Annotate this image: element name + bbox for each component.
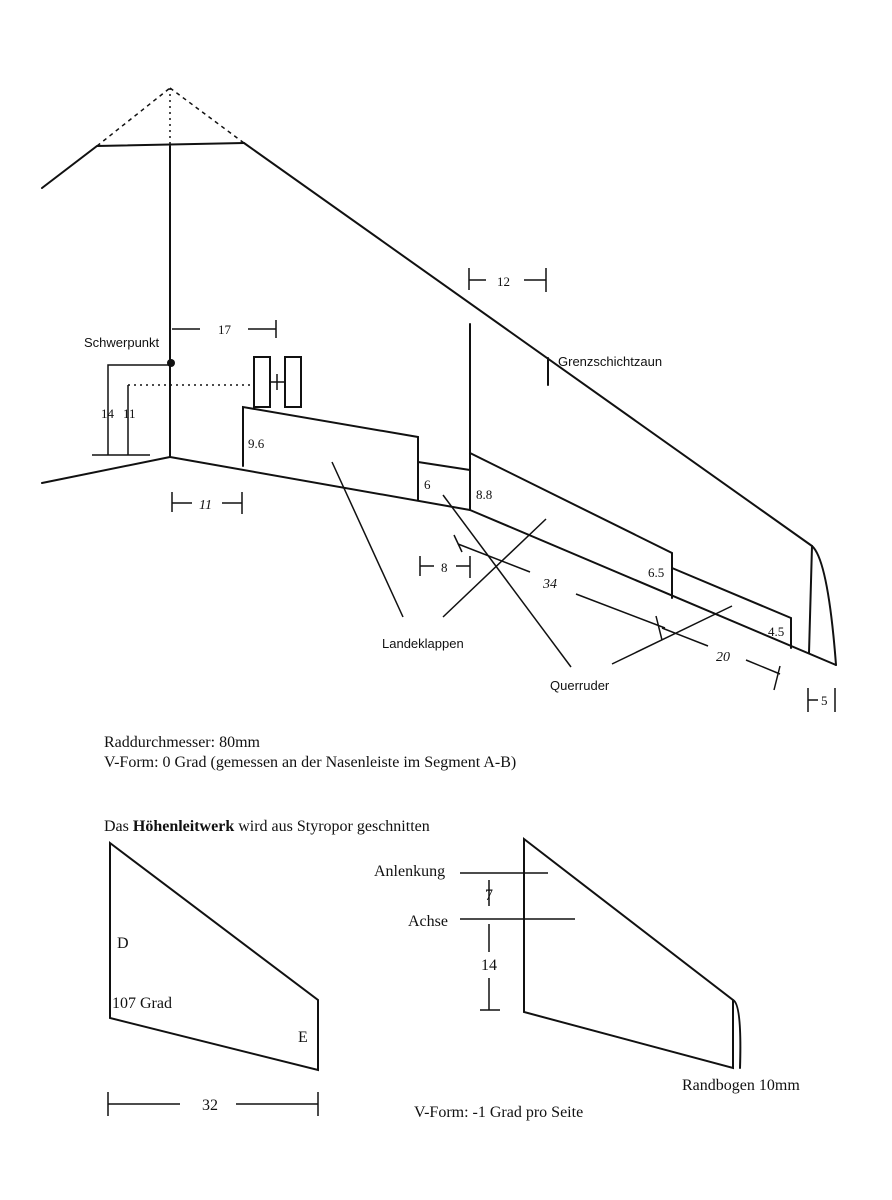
dim-4-5: 4.5 bbox=[768, 624, 784, 639]
label-achse: Achse bbox=[408, 913, 448, 930]
label-landeklappen: Landeklappen bbox=[382, 636, 464, 651]
tail-dim-32: 32 bbox=[202, 1097, 218, 1114]
label-schwerpunkt: Schwerpunkt bbox=[84, 335, 160, 350]
dim-14-bracket bbox=[107, 364, 171, 455]
dim-34-tick-left bbox=[453, 534, 463, 553]
label-grenzschichtzaun: Grenzschichtzaun bbox=[558, 354, 662, 369]
dim-34-right bbox=[575, 593, 666, 629]
tail-right-outline bbox=[523, 836, 734, 1070]
note-hl-suffix: wird aus Styropor geschnitten bbox=[234, 818, 430, 835]
label-anlenkung: Anlenkung bbox=[374, 863, 445, 880]
tail-label-angle: 107 Grad bbox=[112, 995, 172, 1012]
dim-34: 34 bbox=[542, 577, 557, 592]
dim-20-tick-right bbox=[773, 665, 781, 691]
dim-17: 17 bbox=[218, 322, 232, 337]
label-randbogen: Randbogen 10mm bbox=[682, 1077, 800, 1094]
dim-8-8: 8.8 bbox=[476, 487, 492, 502]
dim-34-left bbox=[457, 543, 531, 573]
landing-flap bbox=[242, 405, 419, 501]
note-hl-bold: Höhenleitwerk bbox=[132, 818, 235, 835]
dim-6: 6 bbox=[424, 477, 431, 492]
leader-querruder-2 bbox=[611, 605, 733, 665]
tail-dim-7: 7 bbox=[485, 887, 493, 904]
label-querruder: Querruder bbox=[550, 678, 610, 693]
note-vform-wing: V-Form: 0 Grad (gemessen an der Nasenlei… bbox=[104, 754, 517, 771]
wingtip-chord bbox=[808, 545, 813, 654]
tail-label-d: D bbox=[117, 935, 129, 952]
tail-label-e: E bbox=[298, 1029, 308, 1046]
fuselage-nose-edge bbox=[41, 142, 245, 189]
aileron-inner bbox=[469, 452, 673, 599]
dim-11-vertical: 11 bbox=[123, 406, 136, 421]
label-vform-tail: V-Form: -1 Grad pro Seite bbox=[414, 1104, 583, 1121]
dim-20-right bbox=[745, 659, 781, 675]
flap-segment bbox=[417, 461, 471, 471]
note-hl-prefix: Das bbox=[104, 818, 133, 835]
aileron-outer bbox=[671, 567, 792, 649]
dim-8: 8 bbox=[441, 560, 448, 575]
trailing-edge-outer bbox=[469, 509, 837, 666]
leader-landeklappen-1 bbox=[331, 461, 404, 618]
randbogen bbox=[732, 999, 742, 1069]
dim-11-horizontal: 11 bbox=[199, 498, 212, 513]
dim-6-5: 6.5 bbox=[648, 565, 664, 580]
trailing-edge-inner bbox=[169, 456, 471, 511]
dim-12: 12 bbox=[497, 274, 510, 289]
leader-landeklappen-2 bbox=[442, 518, 547, 618]
dim-9-6: 9.6 bbox=[248, 436, 265, 451]
leader-querruder-1 bbox=[442, 494, 572, 668]
dim-34-tick-right bbox=[655, 615, 663, 641]
dim-20: 20 bbox=[716, 650, 730, 665]
dim-5: 5 bbox=[821, 693, 828, 708]
fuselage-rear-edge bbox=[41, 456, 171, 484]
dim-20-left bbox=[661, 627, 709, 647]
tail-dim-14: 14 bbox=[481, 957, 497, 974]
note-hoehenleitwerk: Das Höhenleitwerk wird aus Styropor gesc… bbox=[104, 818, 430, 836]
dim-14: 14 bbox=[101, 406, 115, 421]
wing-leading-edge bbox=[243, 142, 813, 547]
tail-left-outline bbox=[109, 840, 319, 1072]
note-raddurchmesser: Raddurchmesser: 80mm bbox=[104, 734, 260, 751]
wingtip bbox=[811, 545, 837, 666]
